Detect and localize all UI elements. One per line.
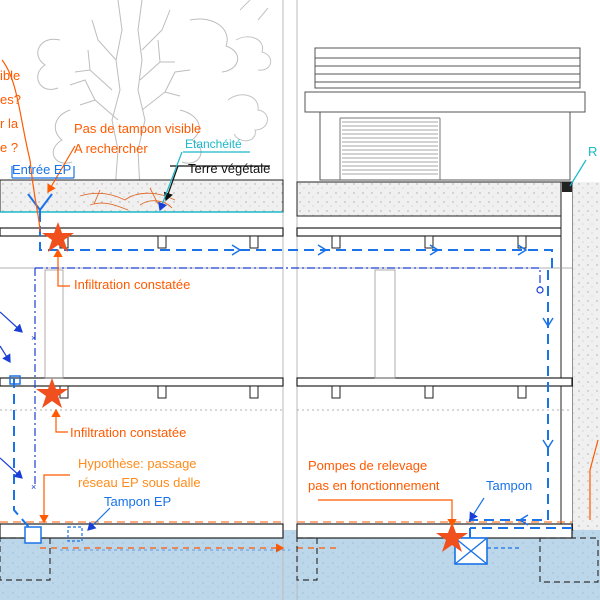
flow-line-channel [35, 267, 541, 290]
hypothese-label-1: Hypothèse: passage [78, 456, 197, 471]
middle-slab-left [0, 377, 284, 387]
leader-lines [1, 59, 599, 531]
left-question-3: r la [0, 116, 19, 131]
x-marker-1: × [31, 333, 36, 343]
terre-vegetale-label: Terre végétale [188, 161, 270, 176]
shutter-lines [342, 121, 438, 175]
flow-arrows [231, 244, 554, 526]
small-tree-sketch [227, 0, 272, 142]
tampon-ep-box [24, 526, 42, 544]
base-slab-left [0, 523, 284, 539]
right-wall-cap [562, 182, 572, 192]
pas-de-tampon-label-1: Pas de tampon visible [74, 121, 201, 136]
left-leader-arrows [0, 311, 23, 479]
channel-end-node [536, 286, 544, 294]
middle-slab-right [296, 377, 573, 387]
etancheite-label: Etanchéité [185, 137, 242, 151]
right-exterior-fill [573, 182, 600, 530]
star-icon [42, 222, 74, 252]
right-edge-label: R [588, 144, 597, 159]
left-question-4: e ? [0, 140, 18, 155]
middle-beams [59, 385, 527, 399]
entree-ep-label: Entrée EP [12, 162, 71, 177]
topsoil-layer-right [296, 181, 573, 217]
roof-slab-left [0, 227, 284, 237]
ground-soil [0, 530, 600, 600]
left-question-1: ible [0, 68, 20, 83]
pompes-label-2: pas en fonctionnement [308, 478, 440, 493]
x-marker-2: × [31, 482, 36, 492]
tampon-ep-label: Tampon EP [104, 494, 171, 509]
pas-de-tampon-label-2: A rechercher [74, 141, 148, 156]
hypothese-label-2: réseau EP sous dalle [78, 475, 201, 490]
tree-roots [79, 187, 176, 211]
flow-line-downpipe-left [13, 378, 41, 541]
downpipe-bracket [9, 375, 21, 385]
star-icon [436, 522, 468, 552]
roof-slab-right [296, 227, 573, 237]
pompes-label-1: Pompes de relevage [308, 458, 427, 473]
right-wall [560, 181, 574, 531]
infiltration-label-1: Infiltration constatée [74, 277, 190, 292]
topsoil-layer-left [0, 179, 284, 213]
tampon-label: Tampon [486, 478, 532, 493]
left-question-2: es? [0, 92, 21, 107]
infiltration-label-2: Infiltration constatée [70, 425, 186, 440]
base-slab-right [296, 523, 573, 539]
star-icon [36, 378, 68, 408]
roof-beams [59, 235, 527, 249]
drain-inlet-icon [27, 193, 53, 222]
building-elevation [304, 47, 586, 181]
annotation-texts: ible es? r la e ? Pas de tampon visible … [0, 68, 597, 509]
tampon-ep-box-2 [67, 526, 83, 542]
pump-box-icon [454, 537, 520, 565]
tree-sketch [37, 0, 238, 191]
